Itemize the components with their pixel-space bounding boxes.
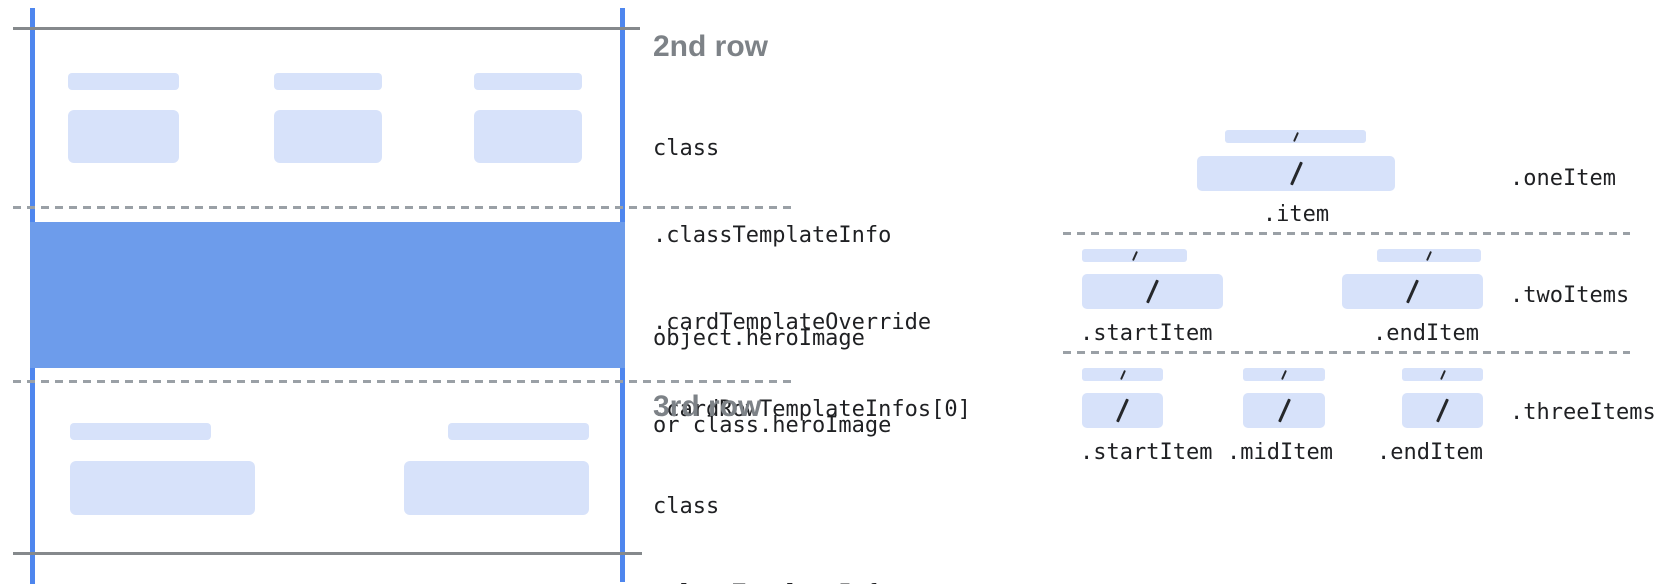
slash-icon <box>1426 250 1432 261</box>
hero-image-band <box>30 222 625 368</box>
mid-item-slot-label: .midItem <box>1227 440 1333 465</box>
slash-icon <box>1277 398 1291 423</box>
field-value-placeholder <box>70 461 255 515</box>
item-title-placeholder <box>1225 130 1366 143</box>
code-line: or class.heroImage <box>653 413 892 438</box>
end-item-slot-label: .endItem <box>1377 440 1483 465</box>
item-value-placeholder <box>1402 393 1483 428</box>
row2-code-path: class .classTemplateInfo .cardTemplateOv… <box>653 76 971 482</box>
slash-icon <box>1131 250 1138 261</box>
one-item-row-label: .oneItem <box>1510 166 1616 191</box>
field-label-placeholder <box>70 423 211 440</box>
item-title-placeholder <box>1082 249 1187 262</box>
field-label-placeholder <box>448 423 589 440</box>
item-title-placeholder <box>1082 368 1163 381</box>
item-value-placeholder <box>1197 156 1395 191</box>
slash-icon <box>1289 161 1303 186</box>
slash-icon <box>1146 279 1159 304</box>
hero-image-code-path: object.heroImage or class.heroImage <box>653 266 891 498</box>
items-divider-dashed-line <box>1063 232 1630 235</box>
field-label-placeholder <box>274 73 382 90</box>
card-top-boundary-line <box>13 27 640 30</box>
item-value-placeholder <box>1243 393 1325 428</box>
two-items-row-label: .twoItems <box>1510 283 1630 308</box>
field-label-placeholder <box>68 73 179 90</box>
end-item-slot-label: .endItem <box>1373 321 1479 346</box>
code-line: object.heroImage <box>653 326 865 351</box>
code-line: class <box>653 494 720 519</box>
row2-heading: 2nd row <box>653 30 769 63</box>
items-divider-dashed-line <box>1063 351 1630 354</box>
start-item-slot-label: .startItem <box>1080 440 1213 465</box>
three-items-row-label: .threeItems <box>1510 400 1656 425</box>
code-line: .classTemplateInfo <box>653 223 892 248</box>
field-value-placeholder <box>474 110 582 163</box>
slash-icon <box>1119 369 1126 380</box>
code-line: .classTemplateInfo <box>653 579 971 584</box>
slash-icon <box>1281 369 1287 380</box>
card-bottom-boundary-line <box>13 552 642 555</box>
slash-icon <box>1406 279 1419 304</box>
field-value-placeholder <box>404 461 589 515</box>
item-title-placeholder <box>1402 368 1483 381</box>
slash-icon <box>1116 398 1129 423</box>
row3-code-path: class .classTemplateInfo .cardTemplateOv… <box>653 434 971 584</box>
slash-icon <box>1436 398 1449 423</box>
field-value-placeholder <box>274 110 382 163</box>
item-title-placeholder <box>1243 368 1325 381</box>
slash-icon <box>1292 131 1299 142</box>
item-slot-label: .item <box>1262 202 1330 227</box>
code-line: class <box>653 136 720 161</box>
row-divider-dashed-line <box>13 206 793 209</box>
row3-heading: 3rd row <box>653 390 762 423</box>
code-line: .cardTemplateOverride <box>653 310 932 335</box>
field-value-placeholder <box>68 110 179 163</box>
start-item-slot-label: .startItem <box>1080 321 1213 346</box>
row-divider-dashed-line <box>13 380 793 383</box>
item-value-placeholder <box>1342 274 1483 309</box>
slash-icon <box>1439 369 1446 380</box>
item-value-placeholder <box>1082 274 1223 309</box>
item-value-placeholder <box>1082 393 1163 428</box>
item-title-placeholder <box>1377 249 1481 262</box>
field-label-placeholder <box>474 73 582 90</box>
code-line: .cardRowTemplateInfos[0] <box>653 397 971 422</box>
